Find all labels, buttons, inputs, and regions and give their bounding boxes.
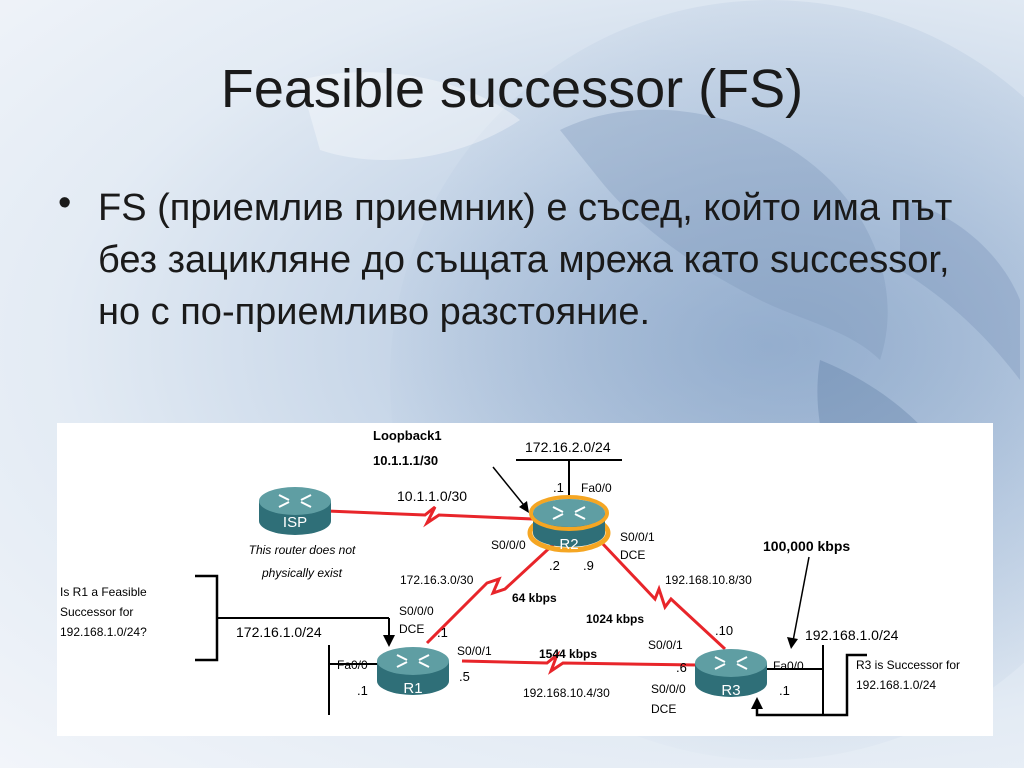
r1-s000: S0/0/0 xyxy=(399,604,434,618)
bw-arrow-line xyxy=(792,556,810,642)
question-arrow-head xyxy=(383,635,395,647)
question-line2: Successor for xyxy=(60,605,133,619)
net-r2-r3: 192.168.10.8/30 xyxy=(665,573,752,587)
router-r3-label: R3 xyxy=(721,682,740,699)
answer-arrow-head xyxy=(751,697,763,709)
router-isp[interactable]: ISP xyxy=(259,487,331,535)
answer-bracket xyxy=(755,653,867,717)
link-r1-r2 xyxy=(425,539,559,645)
r2-s001: S0/0/1 xyxy=(620,530,655,544)
bw-r2-r3: 1024 kbps xyxy=(586,612,644,626)
net-r1-r3: 192.168.10.4/30 xyxy=(523,686,610,700)
bw-r1-r2: 64 kbps xyxy=(512,591,557,605)
r2-addr-9: .9 xyxy=(583,558,594,573)
router-r2-label: R2 xyxy=(559,536,578,553)
link-r1-r3 xyxy=(461,650,698,675)
slide-title: Feasible successor (FS) xyxy=(220,59,804,119)
net-r1-r2: 172.16.3.0/30 xyxy=(400,573,474,587)
question-line3: 192.168.1.0/24? xyxy=(60,625,147,639)
r3-fa00-addr: .1 xyxy=(779,683,790,698)
router-isp-label: ISP xyxy=(283,514,307,531)
r1-addr-5: .5 xyxy=(459,669,470,684)
r1-s001: S0/0/1 xyxy=(457,644,492,658)
r3-s000: S0/0/0 xyxy=(651,682,686,696)
isp-note-line2: physically exist xyxy=(261,566,343,580)
network-diagram-panel: ISP R2 R1 R3 This router does not xyxy=(57,423,993,736)
serial-links xyxy=(326,505,727,675)
net-isp-r2: 10.1.1.0/30 xyxy=(397,488,467,504)
router-r3[interactable]: R3 xyxy=(695,649,767,699)
router-r2[interactable]: R2 xyxy=(527,495,611,553)
r1-fa00: Fa0/0 xyxy=(337,658,368,672)
router-r1[interactable]: R1 xyxy=(377,647,449,697)
r3-addr-6: .6 xyxy=(676,660,687,675)
bullet-text: FS (приемлив приемник) е съсед, който им… xyxy=(98,187,953,333)
bullet-marker: • xyxy=(58,182,72,224)
link-isp-r2 xyxy=(326,505,534,528)
r1-dce: DCE xyxy=(399,622,424,636)
r2-fa00-addr: .1 xyxy=(553,480,564,495)
r1-fa00-addr: .1 xyxy=(357,683,368,698)
bw-r3-lan: 100,000 kbps xyxy=(763,538,850,554)
question-bracket xyxy=(195,574,219,662)
r2-addr-2: .2 xyxy=(549,558,560,573)
isp-note-line1: This router does not xyxy=(249,543,356,557)
r2-fa00: Fa0/0 xyxy=(581,481,612,495)
net-r2-lan: 172.16.2.0/24 xyxy=(525,439,611,455)
r3-dce: DCE xyxy=(651,702,676,716)
r3-addr-10: .10 xyxy=(715,623,733,638)
router-r1-label: R1 xyxy=(403,680,422,697)
bw-arrow-head xyxy=(787,637,798,649)
question-line1: Is R1 a Feasible xyxy=(60,585,147,599)
net-r1-lan: 172.16.1.0/24 xyxy=(236,624,322,640)
r2-s000: S0/0/0 xyxy=(491,538,526,552)
r1-addr-1: .1 xyxy=(437,625,448,640)
loopback-arrow-line xyxy=(492,466,528,510)
net-r3-lan: 192.168.1.0/24 xyxy=(805,627,899,643)
answer-line1: R3 is Successor for xyxy=(856,658,960,672)
r2-dce: DCE xyxy=(620,548,645,562)
r3-s001: S0/0/1 xyxy=(648,638,683,652)
link-r2-r3 xyxy=(600,541,727,651)
r3-fa00: Fa0/0 xyxy=(773,659,804,673)
loopback-name: Loopback1 xyxy=(373,428,442,443)
loopback-arrow-head xyxy=(519,501,529,513)
loopback-address: 10.1.1.1/30 xyxy=(373,453,438,468)
network-diagram: ISP R2 R1 R3 This router does not xyxy=(60,428,960,717)
bw-r1-r3: 1544 kbps xyxy=(539,647,597,661)
answer-line2: 192.168.1.0/24 xyxy=(856,678,936,692)
